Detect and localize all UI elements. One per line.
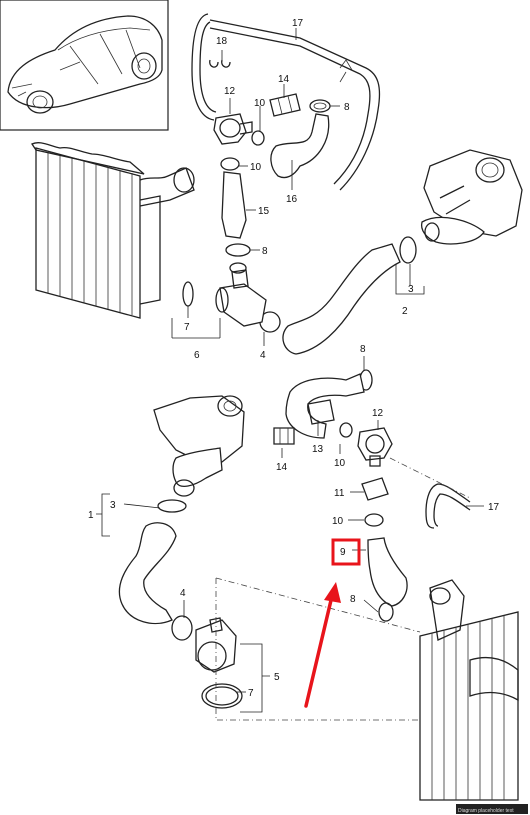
leader-lines (96, 28, 484, 713)
callout-5: 5 (274, 672, 280, 683)
top-right-group (182, 149, 523, 355)
callout-12-top: 12 (224, 86, 236, 97)
callout-7-low: 7 (248, 688, 254, 699)
callout-17-top: 17 (292, 18, 304, 29)
callout-16: 16 (286, 194, 298, 205)
callouts: 17 18 14 12 10 8 10 16 15 8 3 2 7 6 4 8 … (88, 18, 500, 699)
callout-8-top-b: 8 (262, 246, 268, 257)
callout-17-mid: 17 (488, 502, 500, 513)
callout-14-top: 14 (278, 74, 290, 85)
callout-8-top-a: 8 (344, 102, 350, 113)
watermark: Diagram placeholder text (456, 804, 528, 814)
highlight-box (331, 538, 361, 566)
callout-3-left: 3 (110, 500, 116, 511)
arrow-head (324, 582, 341, 603)
callout-8-mid: 8 (360, 344, 366, 355)
top-assembly (191, 13, 381, 274)
callout-15: 15 (258, 206, 270, 217)
callout-12-mid: 12 (372, 408, 384, 419)
callout-10-top-a: 10 (254, 98, 266, 109)
callout-1: 1 (88, 510, 94, 521)
callout-13: 13 (312, 444, 324, 455)
callout-10-mid: 10 (334, 458, 346, 469)
callout-11: 11 (334, 488, 345, 499)
watermark-text: Diagram placeholder text (458, 808, 514, 814)
red-arrow (304, 582, 341, 708)
callout-10-low: 10 (332, 516, 344, 527)
intercooler-right (419, 579, 519, 801)
lower-left-assembly (118, 395, 245, 709)
callout-9: 9 (340, 547, 346, 558)
vehicle-inset (0, 0, 169, 131)
callout-4-top: 4 (260, 350, 266, 361)
middle-assembly (273, 369, 471, 622)
callout-10-top-b: 10 (250, 162, 262, 173)
callout-14-mid: 14 (276, 462, 288, 473)
connection-lines (215, 457, 471, 721)
highlight-callout-9[interactable]: 9 (331, 538, 361, 566)
callout-18: 18 (216, 36, 228, 47)
callout-3-top: 3 (408, 284, 414, 295)
callout-8-low: 8 (350, 594, 356, 605)
intercooler-left (31, 142, 195, 319)
callout-6: 6 (194, 350, 200, 361)
callout-4-low: 4 (180, 588, 186, 599)
callout-2: 2 (402, 306, 408, 317)
callout-7-top: 7 (184, 322, 190, 333)
arrow-shaft (304, 594, 334, 708)
